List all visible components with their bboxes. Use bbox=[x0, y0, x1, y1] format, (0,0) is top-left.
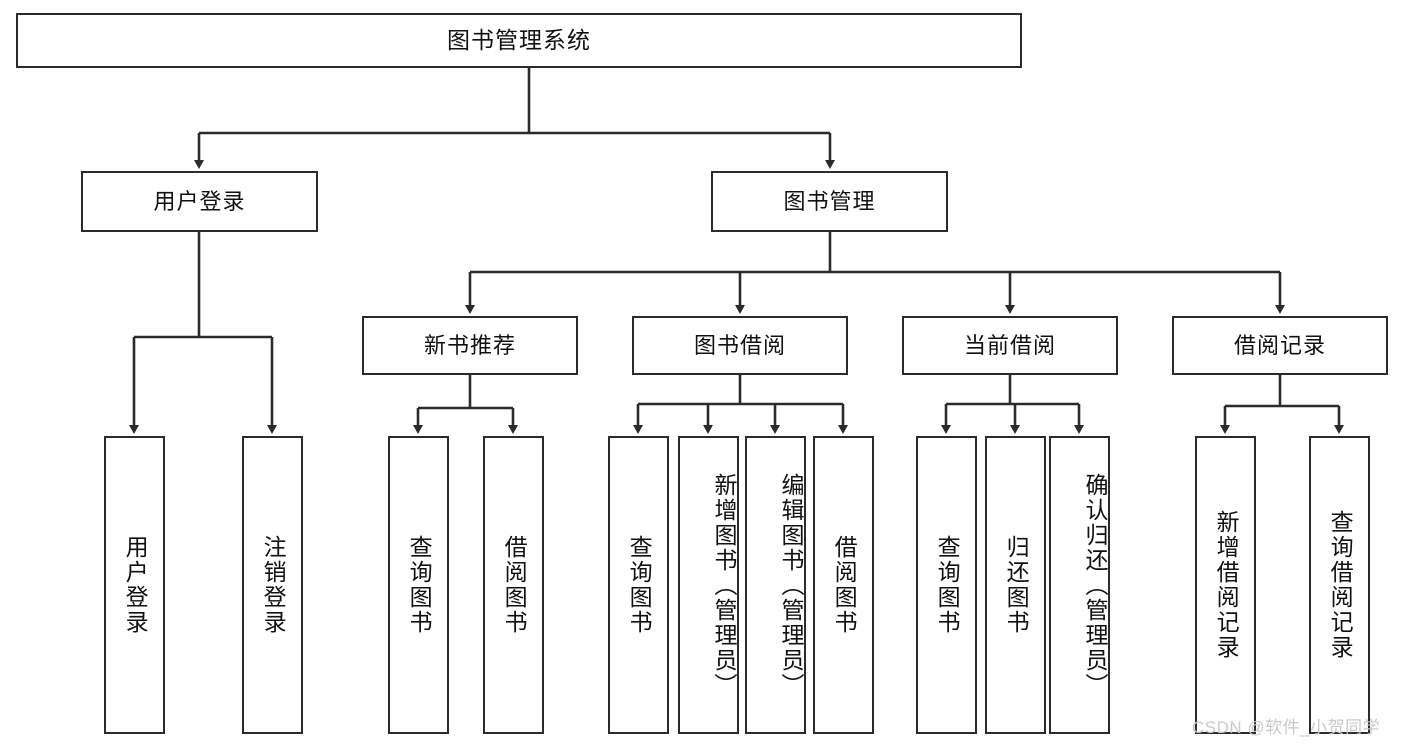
node-book-manage[interactable]: 图书管理 bbox=[711, 171, 948, 232]
leaf-br-add-record-label: 新增借阅记录 bbox=[1213, 510, 1240, 660]
leaf-bb-edit-book[interactable]: 编辑图书（管理员） bbox=[745, 436, 806, 734]
node-borrow-record-label: 借阅记录 bbox=[1233, 332, 1326, 358]
node-book-borrow[interactable]: 图书借阅 bbox=[632, 316, 848, 375]
node-new-book-recommend-label: 新书推荐 bbox=[423, 332, 516, 358]
leaf-bb-query-book[interactable]: 查询图书 bbox=[608, 436, 669, 734]
leaf-bb-borrow-book-label: 借阅图书 bbox=[831, 535, 858, 635]
leaf-bb-query-book-label: 查询图书 bbox=[626, 535, 653, 635]
leaf-cb-confirm-return[interactable]: 确认归还（管理员） bbox=[1049, 436, 1110, 734]
leaf-cb-return-book-label: 归还图书 bbox=[1003, 535, 1030, 635]
leaf-logout[interactable]: 注销登录 bbox=[242, 436, 303, 734]
leaf-cb-query-book-label: 查询图书 bbox=[934, 535, 961, 635]
leaf-bb-edit-book-label: 编辑图书（管理员） bbox=[778, 472, 804, 698]
node-root-label: 图书管理系统 bbox=[447, 27, 591, 53]
node-user-login-label: 用户登录 bbox=[153, 188, 246, 214]
leaf-cb-return-book[interactable]: 归还图书 bbox=[985, 436, 1046, 734]
leaf-bb-add-book[interactable]: 新增图书（管理员） bbox=[678, 436, 739, 734]
leaf-nb-borrow-book[interactable]: 借阅图书 bbox=[483, 436, 544, 734]
node-current-borrow-label: 当前借阅 bbox=[963, 332, 1056, 358]
leaf-user-login-label: 用户登录 bbox=[122, 535, 149, 635]
watermark: CSDN @软件_小贺同学 bbox=[1192, 718, 1381, 737]
leaf-br-query-record-label: 查询借阅记录 bbox=[1327, 510, 1354, 660]
node-current-borrow[interactable]: 当前借阅 bbox=[902, 316, 1118, 375]
leaf-nb-query-book[interactable]: 查询图书 bbox=[388, 436, 449, 734]
leaf-cb-confirm-return-label: 确认归还（管理员） bbox=[1082, 472, 1108, 698]
leaf-nb-query-book-label: 查询图书 bbox=[406, 535, 433, 635]
leaf-cb-query-book[interactable]: 查询图书 bbox=[916, 436, 977, 734]
node-user-login[interactable]: 用户登录 bbox=[81, 171, 318, 232]
leaf-nb-borrow-book-label: 借阅图书 bbox=[501, 535, 528, 635]
node-borrow-record[interactable]: 借阅记录 bbox=[1172, 316, 1388, 375]
node-book-manage-label: 图书管理 bbox=[783, 188, 876, 214]
leaf-bb-borrow-book[interactable]: 借阅图书 bbox=[813, 436, 874, 734]
leaf-logout-label: 注销登录 bbox=[260, 535, 287, 635]
node-book-borrow-label: 图书借阅 bbox=[693, 332, 786, 358]
leaf-bb-add-book-label: 新增图书（管理员） bbox=[711, 472, 737, 698]
leaf-br-query-record[interactable]: 查询借阅记录 bbox=[1309, 436, 1370, 734]
leaf-user-login[interactable]: 用户登录 bbox=[104, 436, 165, 734]
node-root[interactable]: 图书管理系统 bbox=[16, 13, 1022, 68]
leaf-br-add-record[interactable]: 新增借阅记录 bbox=[1195, 436, 1256, 734]
node-new-book-recommend[interactable]: 新书推荐 bbox=[362, 316, 578, 375]
